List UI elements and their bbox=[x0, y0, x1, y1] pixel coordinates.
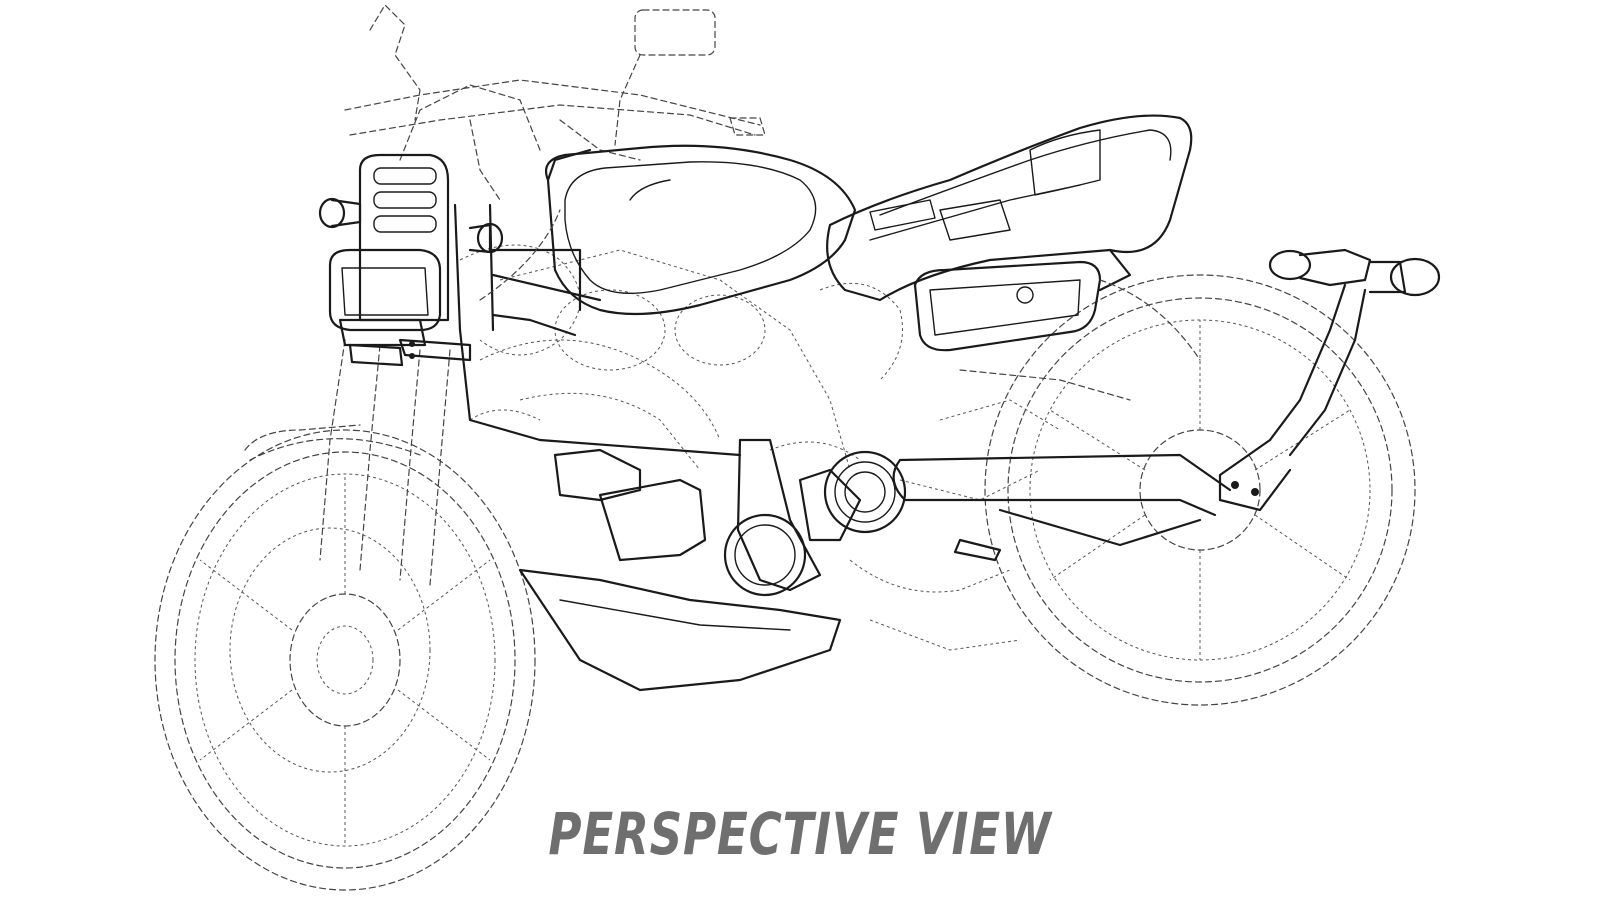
swingarm bbox=[892, 453, 1232, 562]
front-wheel bbox=[154, 429, 536, 891]
fuel-tank bbox=[544, 144, 857, 316]
tail-bracket bbox=[1218, 248, 1441, 512]
handlebar-assembly bbox=[344, 4, 766, 161]
rear-wheel bbox=[984, 274, 1416, 706]
seat bbox=[826, 114, 1193, 302]
misc-hidden bbox=[469, 119, 1201, 401]
engine-hidden-detail bbox=[459, 244, 1061, 651]
headlight bbox=[318, 153, 504, 367]
engine-covers bbox=[518, 438, 907, 692]
figure-caption: PERSPECTIVE VIEW bbox=[548, 800, 1052, 868]
frame bbox=[453, 203, 742, 457]
front-fork bbox=[244, 339, 451, 586]
side-panel bbox=[913, 260, 1102, 352]
